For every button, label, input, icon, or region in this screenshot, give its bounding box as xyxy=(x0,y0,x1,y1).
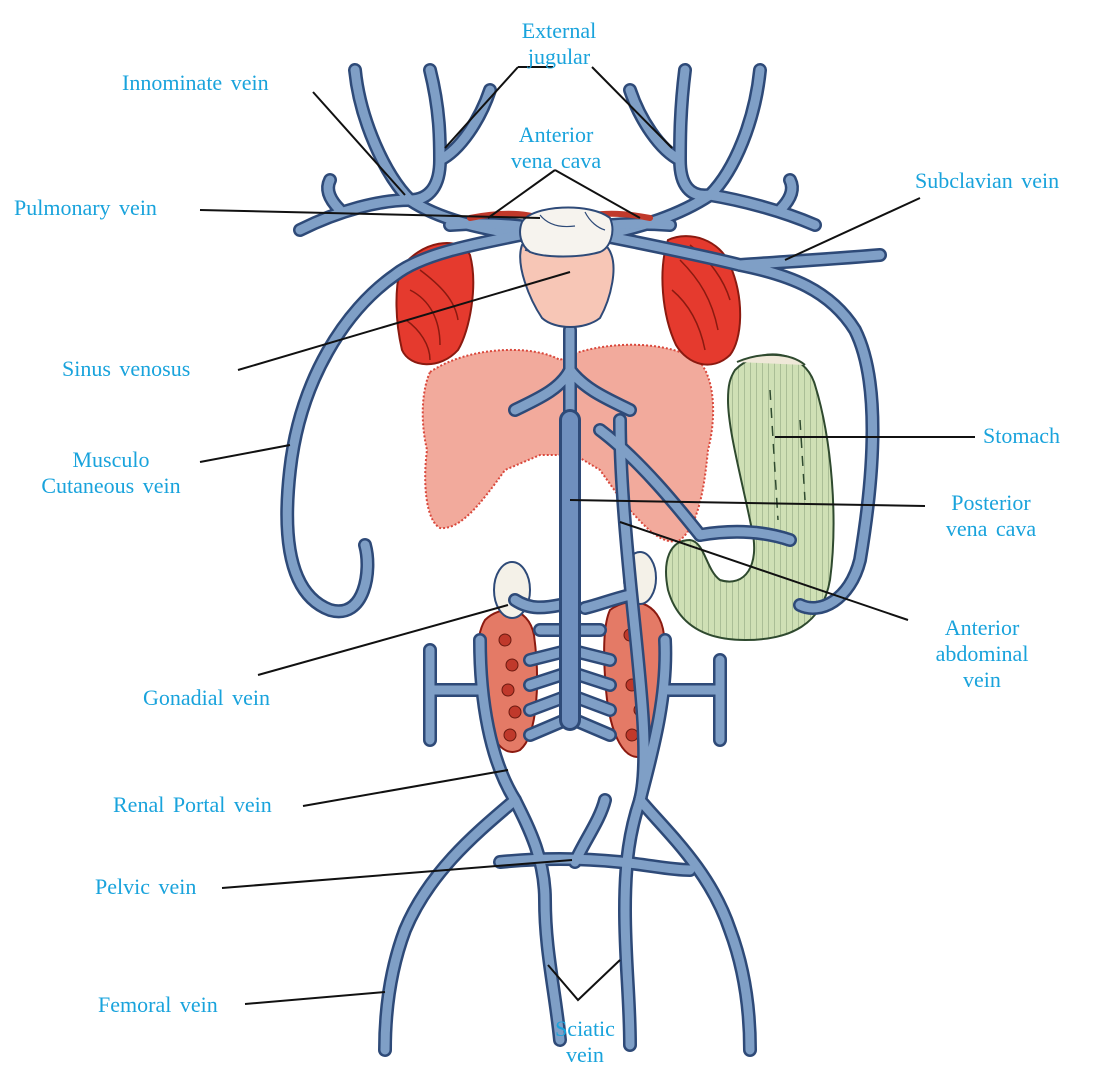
leader-femoral xyxy=(245,992,385,1004)
label-subclavian-vein: Subclavian vein xyxy=(915,168,1059,194)
leader-musculo-cutaneous xyxy=(200,445,290,462)
label-musculo-cutaneous-line-2: Cutaneous vein xyxy=(30,473,192,499)
label-musculo-cutaneous-vein: Musculo Cutaneous vein xyxy=(30,447,192,499)
label-stomach: Stomach xyxy=(983,423,1060,449)
label-femoral-vein: Femoral vein xyxy=(98,992,218,1018)
leader-renal-portal xyxy=(303,770,508,806)
label-innominate-vein: Innominate vein xyxy=(122,70,269,96)
heart-atrium xyxy=(520,207,612,256)
label-sinus-venosus: Sinus venosus xyxy=(62,356,190,382)
label-posterior-vena-cava-line-2: vena cava xyxy=(932,516,1050,542)
label-external-jugular-line-2: jugular xyxy=(512,44,606,70)
label-renal-portal-vein: Renal Portal vein xyxy=(113,792,272,818)
label-anterior-abdominal-line-3: vein xyxy=(924,667,1040,693)
label-sciatic-vein: Sciatic vein xyxy=(545,1016,625,1068)
label-pulmonary-vein: Pulmonary vein xyxy=(14,195,157,221)
label-pelvic-vein: Pelvic vein xyxy=(95,874,196,900)
label-posterior-vena-cava-line-1: Posterior xyxy=(932,490,1050,516)
label-anterior-vena-cava-line-1: Anterior xyxy=(496,122,616,148)
label-anterior-abdominal-line-1: Anterior xyxy=(924,615,1040,641)
label-external-jugular-line-1: External xyxy=(512,18,606,44)
label-external-jugular: External jugular xyxy=(512,18,606,70)
label-anterior-abdominal-line-2: abdominal xyxy=(924,641,1040,667)
label-anterior-abdominal-vein: Anterior abdominal vein xyxy=(924,615,1040,693)
leader-gonadial xyxy=(258,605,508,675)
label-posterior-vena-cava: Posterior vena cava xyxy=(932,490,1050,542)
label-musculo-cutaneous-line-1: Musculo xyxy=(30,447,192,473)
label-anterior-vena-cava: Anterior vena cava xyxy=(496,122,616,174)
leader-pelvic xyxy=(222,860,572,888)
label-anterior-vena-cava-line-2: vena cava xyxy=(496,148,616,174)
label-sciatic-vein-line-1: Sciatic xyxy=(545,1016,625,1042)
label-gonadial-vein: Gonadial vein xyxy=(143,685,270,711)
label-sciatic-vein-line-2: vein xyxy=(545,1042,625,1068)
